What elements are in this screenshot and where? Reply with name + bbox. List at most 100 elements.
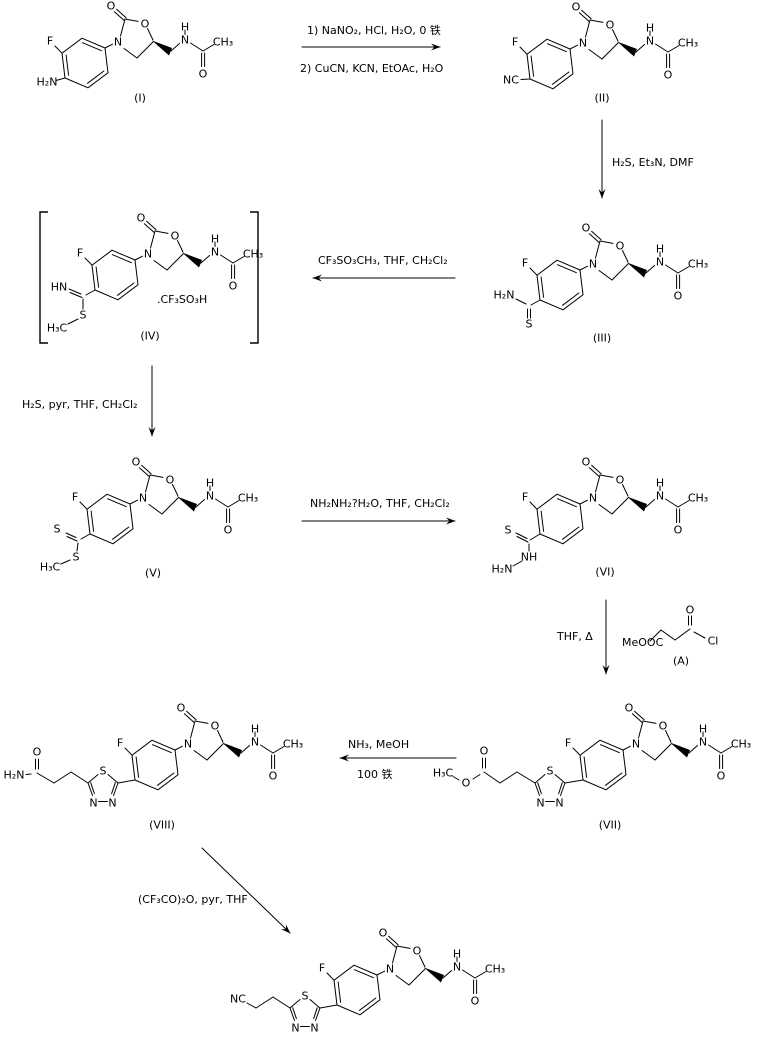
thioether-bond [76, 542, 79, 552]
compound-iv: HN S H₃C .CF₃SO₃H (IV) [39, 211, 264, 344]
compound-viii-core [116, 701, 304, 791]
nitrile-bond [246, 1002, 257, 1009]
step-3-reagents: CF₃SO₃CH₃, THF, CH₂Cl₂ [318, 254, 448, 267]
step-5: NH₂NH₂?H₂O, THF, CH₂Cl₂ [301, 497, 456, 525]
chain-bond [674, 628, 691, 641]
compound-viii-thiadiazole [87, 764, 119, 810]
chain-bond [53, 771, 72, 784]
compound-i-label: (I) [134, 92, 146, 105]
compound-iii: S H₂N (III) [494, 221, 709, 345]
thiocarbonyl-double-bond [66, 536, 78, 542]
compound-iii-label: (III) [593, 332, 611, 345]
compound-final-core [318, 926, 506, 1016]
substituent-bond [85, 289, 96, 296]
compound-vii-thiadiazole [534, 764, 566, 810]
imine-double-bond [69, 292, 83, 298]
triflate-salt: .CF₃SO₃H [157, 293, 207, 306]
chain-bond [70, 771, 89, 784]
methyl-group: H₃C [40, 561, 61, 574]
nitrile-group: NC [503, 74, 519, 87]
compound-viii: O H₂N (VIII) [4, 701, 304, 832]
methyl-bond [452, 776, 460, 781]
chain-bond [483, 771, 501, 784]
nitrile-bond [520, 78, 531, 80]
chloride-bond [693, 631, 706, 639]
substituent-bond [530, 299, 541, 306]
thiocarbonyl-double-bond [65, 532, 77, 538]
compound-vi: S NH H₂N (VI) [492, 455, 709, 579]
step-8-reagents: (CF₃CO)₂O, pyr, THF [138, 893, 248, 906]
compound-v-label: (V) [145, 567, 161, 580]
hydrazide-nh-group: NH [521, 551, 538, 564]
step-1: 1) NaNO₂, HCl, H₂O, 0 铁 2) CuCN, KCN, Et… [300, 24, 444, 75]
sulfur-atom: S [526, 318, 533, 331]
ester-bond [472, 774, 481, 780]
compound-i-core [46, 0, 234, 89]
chain-bond [516, 771, 536, 784]
imine-double-bond [68, 288, 82, 295]
step-7-reagents-line-2: 100 铁 [357, 768, 393, 781]
compound-vi-label: (VI) [595, 566, 614, 579]
sulfur-atom: S [80, 309, 87, 322]
methyl-ester-group: MeOOC [622, 636, 664, 649]
sulfur-atom: S [73, 551, 80, 564]
thiocarbonyl-double-bond [515, 532, 528, 539]
hydrazide-bond [512, 560, 523, 567]
compound-viii-label: (VIII) [149, 819, 175, 832]
step-4: H₂S, pyr, THF, CH₂Cl₂ [22, 365, 156, 437]
amine-bond [515, 298, 527, 305]
amide-bond [25, 773, 32, 775]
compound-vii: O O H₃C (VII) [433, 701, 752, 832]
carbonyl-oxygen-atom: O [686, 604, 695, 617]
step-8: (CF₃CO)₂O, pyr, THF [138, 847, 291, 934]
aryl-thiadiazole-bond [564, 779, 584, 784]
nitrile-group: NC [230, 993, 246, 1006]
aryl-thiadiazole-bond [117, 779, 136, 784]
right-bracket [250, 211, 259, 344]
step-4-reagents: H₂S, pyr, THF, CH₂Cl₂ [22, 398, 137, 411]
amine-group: H₂N [37, 76, 58, 89]
step-5-reagents: NH₂NH₂?H₂O, THF, CH₂Cl₂ [310, 497, 450, 510]
compound-final: NC [230, 926, 506, 1035]
step-1-reagents-line-1: 1) NaNO₂, HCl, H₂O, 0 铁 [307, 24, 441, 37]
amine-bond [55, 77, 66, 81]
sulfur-atom: S [505, 524, 512, 537]
reagent-a: MeOOC O Cl (A) [622, 604, 718, 668]
amine-group: H₂N [494, 289, 515, 302]
ester-oxygen-atom: O [462, 777, 471, 790]
compound-iii-core [521, 221, 709, 311]
compound-vii-core [564, 701, 752, 791]
step-6-reagents: THF, Δ [556, 630, 593, 643]
compound-vii-label: (VII) [599, 819, 622, 832]
substituent-bond [529, 533, 541, 541]
chain-bond [272, 996, 291, 1009]
amine-group: H₂N [4, 769, 25, 782]
step-6: THF, Δ [556, 599, 610, 675]
compound-iv-label: (IV) [140, 330, 159, 343]
substituent-bond [80, 533, 91, 540]
step-2-reagents: H₂S, Et₃N, DMF [612, 156, 694, 169]
methyl-group: H₃C [47, 322, 68, 335]
compound-ii-label: (II) [594, 92, 609, 105]
step-7: NH₃, MeOH 100 铁 [339, 738, 457, 781]
methyl-bond [67, 318, 79, 325]
compound-final-thiadiazole [289, 989, 321, 1035]
compound-v: S S H₃C (V) [40, 455, 259, 580]
reaction-arrow-diagonal [201, 847, 291, 934]
compound-ii-core [511, 0, 699, 90]
chain-bond [660, 629, 676, 641]
reagent-a-label: (A) [673, 655, 689, 668]
methyl-bond [60, 559, 71, 565]
step-1-reagents-line-2: 2) CuCN, KCN, EtOAc, H₂O [300, 62, 444, 75]
chain-bond [649, 629, 662, 642]
chlorine-atom: Cl [708, 635, 719, 648]
sulfur-atom: S [54, 523, 61, 536]
compound-iv-core [76, 211, 264, 301]
step-2: H₂S, Et₃N, DMF [598, 119, 694, 199]
imine-group: HN [51, 281, 68, 294]
chain-bond [255, 996, 274, 1009]
aryl-thiadiazole-bond [319, 1004, 338, 1009]
left-bracket [39, 211, 48, 344]
compound-ii: NC (II) [503, 0, 699, 105]
